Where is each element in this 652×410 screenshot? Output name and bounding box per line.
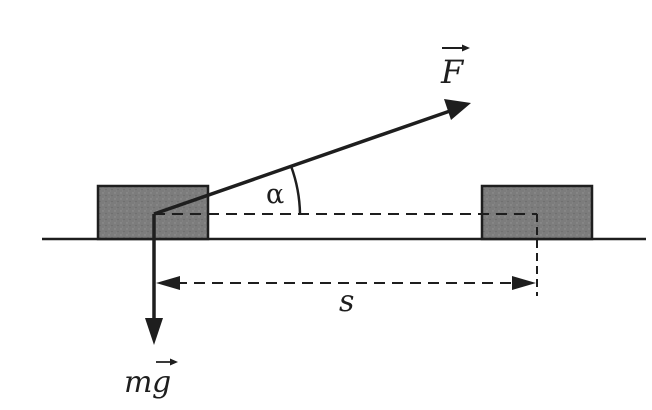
weight-label-m: m: [124, 365, 152, 400]
force-label: F: [440, 44, 470, 91]
force-arrow: [153, 99, 471, 216]
angle-label: α: [266, 179, 284, 210]
weight-label: m g: [124, 358, 178, 400]
displacement-label: s: [339, 284, 354, 319]
gravity-arrow: [145, 214, 163, 345]
weight-label-g: g: [152, 365, 171, 400]
displacement-arrow: [156, 276, 536, 290]
angle-arc: [289, 165, 302, 215]
force-label-text: F: [440, 53, 465, 91]
